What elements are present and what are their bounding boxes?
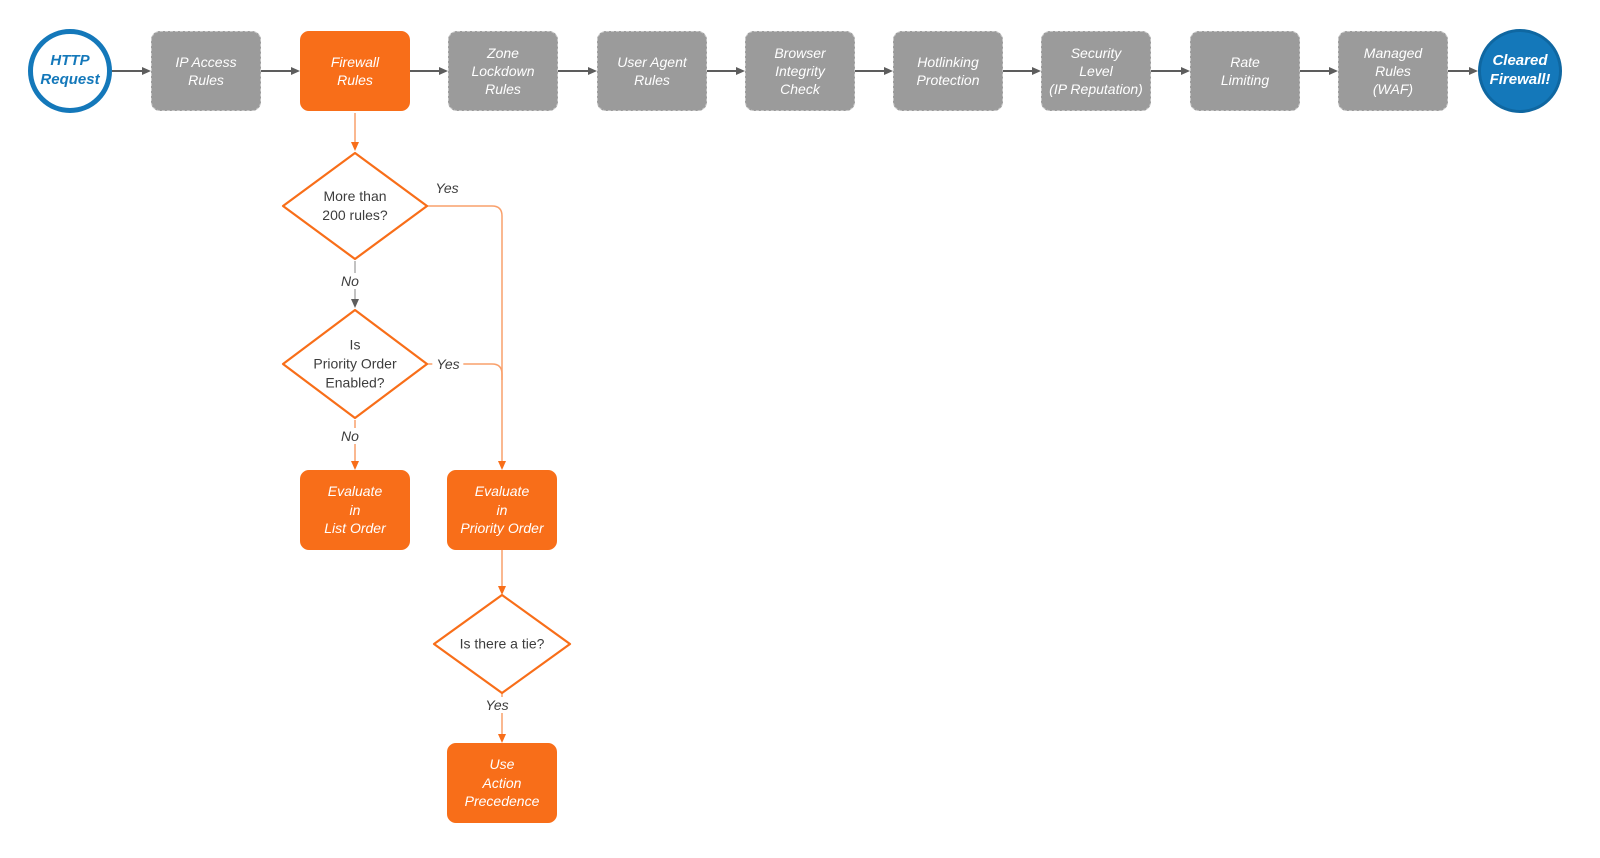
end-node-cleared-firewall: Cleared Firewall!: [1478, 29, 1562, 113]
edge-label-decision3-yes: Yes: [481, 697, 513, 713]
edge-label-decision1-yes: Yes: [435, 180, 459, 196]
decision-priority-order-enabled-label: Is Priority Order Enabled?: [313, 336, 397, 391]
step-ip-access-rules: IP Access Rules: [151, 31, 261, 111]
step-zone-lockdown-rules: Zone Lockdown Rules: [448, 31, 558, 111]
edge-label-decision2-no: No: [337, 428, 363, 444]
step-managed-rules-waf: Managed Rules (WAF): [1338, 31, 1448, 111]
edge-label-decision1-no: No: [337, 273, 363, 289]
step-rate-limiting: Rate Limiting: [1190, 31, 1300, 111]
step-user-agent-rules: User Agent Rules: [597, 31, 707, 111]
step-browser-integrity-check: Browser Integrity Check: [745, 31, 855, 111]
action-use-action-precedence: Use Action Precedence: [447, 743, 557, 823]
edge-decision1-yes-to-priority-order: [427, 205, 506, 470]
edge-label-decision2-yes: Yes: [432, 356, 464, 372]
decision-more-than-200-rules-label: More than 200 rules?: [322, 188, 388, 223]
decision-is-there-a-tie-label: Is there a tie?: [459, 635, 545, 652]
start-node-http-request: HTTP Request: [28, 29, 112, 113]
action-evaluate-in-priority-order: Evaluate in Priority Order: [447, 470, 557, 550]
step-hotlinking-protection: Hotlinking Protection: [893, 31, 1003, 111]
action-evaluate-in-list-order: Evaluate in List Order: [300, 470, 410, 550]
step-firewall-rules: Firewall Rules: [300, 31, 410, 111]
step-security-level: Security Level (IP Reputation): [1041, 31, 1151, 111]
